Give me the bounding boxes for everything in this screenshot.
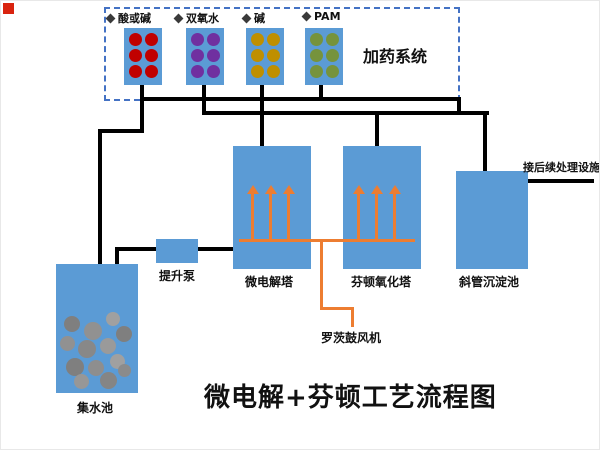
aeration-arrow-icon — [353, 185, 365, 239]
sludge-particle-icon — [74, 374, 89, 389]
chemical-dot-icon — [190, 65, 204, 78]
dosing-label-acid-alkali: 酸或碱 — [105, 10, 151, 26]
dosing-tank-alkali — [246, 28, 284, 85]
aeration-run-pipe — [320, 307, 354, 310]
chemical-dot-icon — [250, 65, 264, 78]
arrowhead-icon — [371, 185, 383, 194]
sludge-particle-icon — [118, 364, 131, 377]
sedimentation-tank — [456, 171, 528, 269]
sludge-particle-icon — [100, 338, 116, 354]
aeration-arrow-icon — [389, 185, 401, 239]
chemical-dot-icon — [128, 49, 142, 62]
chemical-dot-icon — [309, 49, 323, 62]
watermark-logo-icon — [3, 3, 14, 14]
pipe-peroxide-down — [202, 85, 206, 115]
sludge-particle-icon — [106, 312, 120, 326]
dosing-system-label: 加药系统 — [363, 47, 428, 66]
sludge-particle-icon — [84, 322, 102, 340]
dosing-label-pam: PAM — [301, 10, 341, 23]
aeration-arrow-icon — [247, 185, 259, 239]
diamond-marker-icon — [105, 13, 116, 23]
diamond-marker-icon — [173, 13, 184, 23]
chemical-dot-icon — [325, 49, 339, 62]
chemical-dot-icon — [266, 65, 280, 78]
collection-tank — [56, 264, 138, 393]
dosing-label-alkali: 碱 — [241, 10, 265, 26]
pipe-suction-riser — [115, 247, 119, 269]
sludge-particle-icon — [78, 340, 96, 358]
lift-pump — [156, 239, 198, 263]
chemical-dot-icon — [309, 65, 323, 78]
aeration-arrow-icon — [265, 185, 277, 239]
pipe-pump-discharge — [197, 247, 235, 251]
aeration-to-blower-pipe — [351, 307, 354, 327]
chemical-dot-icon — [325, 33, 339, 46]
dosing-label-text: PAM — [314, 10, 341, 23]
sedimentation-label: 斜管沉淀池 — [459, 275, 520, 289]
chemical-dot-icon — [190, 33, 204, 46]
aeration-arrow-icon — [283, 185, 295, 239]
aeration-header-pipe — [239, 239, 415, 242]
lift-pump-label: 提升泵 — [159, 269, 196, 283]
dosing-tank-peroxide — [186, 28, 224, 85]
chemical-dot-icon — [128, 65, 142, 78]
pipe-into-sedimentation — [483, 111, 487, 173]
chemical-dot-icon — [206, 33, 220, 46]
sludge-particle-icon — [100, 372, 117, 389]
arrowhead-icon — [265, 185, 277, 194]
chemical-dot-icon — [250, 33, 264, 46]
dosing-tank-pam — [305, 28, 343, 85]
blower-label: 罗茨鼓风机 — [321, 331, 382, 345]
micro-electrolysis-tower — [233, 146, 311, 269]
diamond-marker-icon — [241, 13, 252, 23]
dosing-label-text: 碱 — [254, 12, 265, 25]
pipe-suction-horizontal — [115, 247, 158, 251]
sludge-particle-icon — [64, 316, 80, 332]
fenton-tower-label: 芬顿氧化塔 — [351, 275, 412, 289]
chemical-dot-icon — [325, 65, 339, 78]
pipe-acid-horizontal — [98, 129, 144, 133]
diamond-marker-icon — [301, 11, 312, 22]
sludge-particle-icon — [116, 326, 132, 342]
diagram-title: 微电解+芬顿工艺流程图 — [204, 383, 497, 413]
pipe-header-upper — [140, 97, 461, 101]
pipe-into-fenton-tower — [375, 111, 379, 149]
chemical-dot-icon — [309, 33, 323, 46]
pipe-header-lower — [202, 111, 489, 115]
sludge-particle-icon — [66, 358, 84, 376]
pipe-header-elbow — [457, 97, 461, 115]
pipe-acid-to-collection-tank — [98, 129, 102, 304]
chemical-dot-icon — [144, 49, 158, 62]
aeration-drop-pipe — [320, 239, 323, 309]
chemical-dot-icon — [266, 49, 280, 62]
chemical-dot-icon — [128, 33, 142, 46]
chemical-dot-icon — [190, 49, 204, 62]
chemical-dot-icon — [250, 49, 264, 62]
micro-tower-label: 微电解塔 — [245, 275, 294, 289]
outlet-label: 接后续处理设施 — [523, 161, 600, 174]
pipe-pam-down — [319, 85, 323, 101]
chemical-dot-icon — [206, 65, 220, 78]
pipe-acid-down — [140, 85, 144, 133]
chemical-dot-icon — [206, 49, 220, 62]
pipe-alkali-to-micro-tower — [260, 85, 264, 149]
sludge-particle-icon — [60, 336, 75, 351]
aeration-arrow-icon — [371, 185, 383, 239]
fenton-oxidation-tower — [343, 146, 421, 269]
arrowhead-icon — [389, 185, 401, 194]
chemical-dot-icon — [266, 33, 280, 46]
sludge-particle-icon — [88, 360, 104, 376]
dosing-label-text: 双氧水 — [186, 12, 219, 25]
collection-tank-label: 集水池 — [77, 401, 114, 415]
chemical-dot-icon — [144, 33, 158, 46]
arrowhead-icon — [283, 185, 295, 194]
dosing-label-peroxide: 双氧水 — [173, 10, 219, 26]
chemical-dot-icon — [144, 65, 158, 78]
dosing-tank-acid-alkali — [124, 28, 162, 85]
dosing-label-text: 酸或碱 — [118, 12, 151, 25]
pipe-outlet — [526, 179, 594, 183]
arrowhead-icon — [353, 185, 365, 194]
arrowhead-icon — [247, 185, 259, 194]
